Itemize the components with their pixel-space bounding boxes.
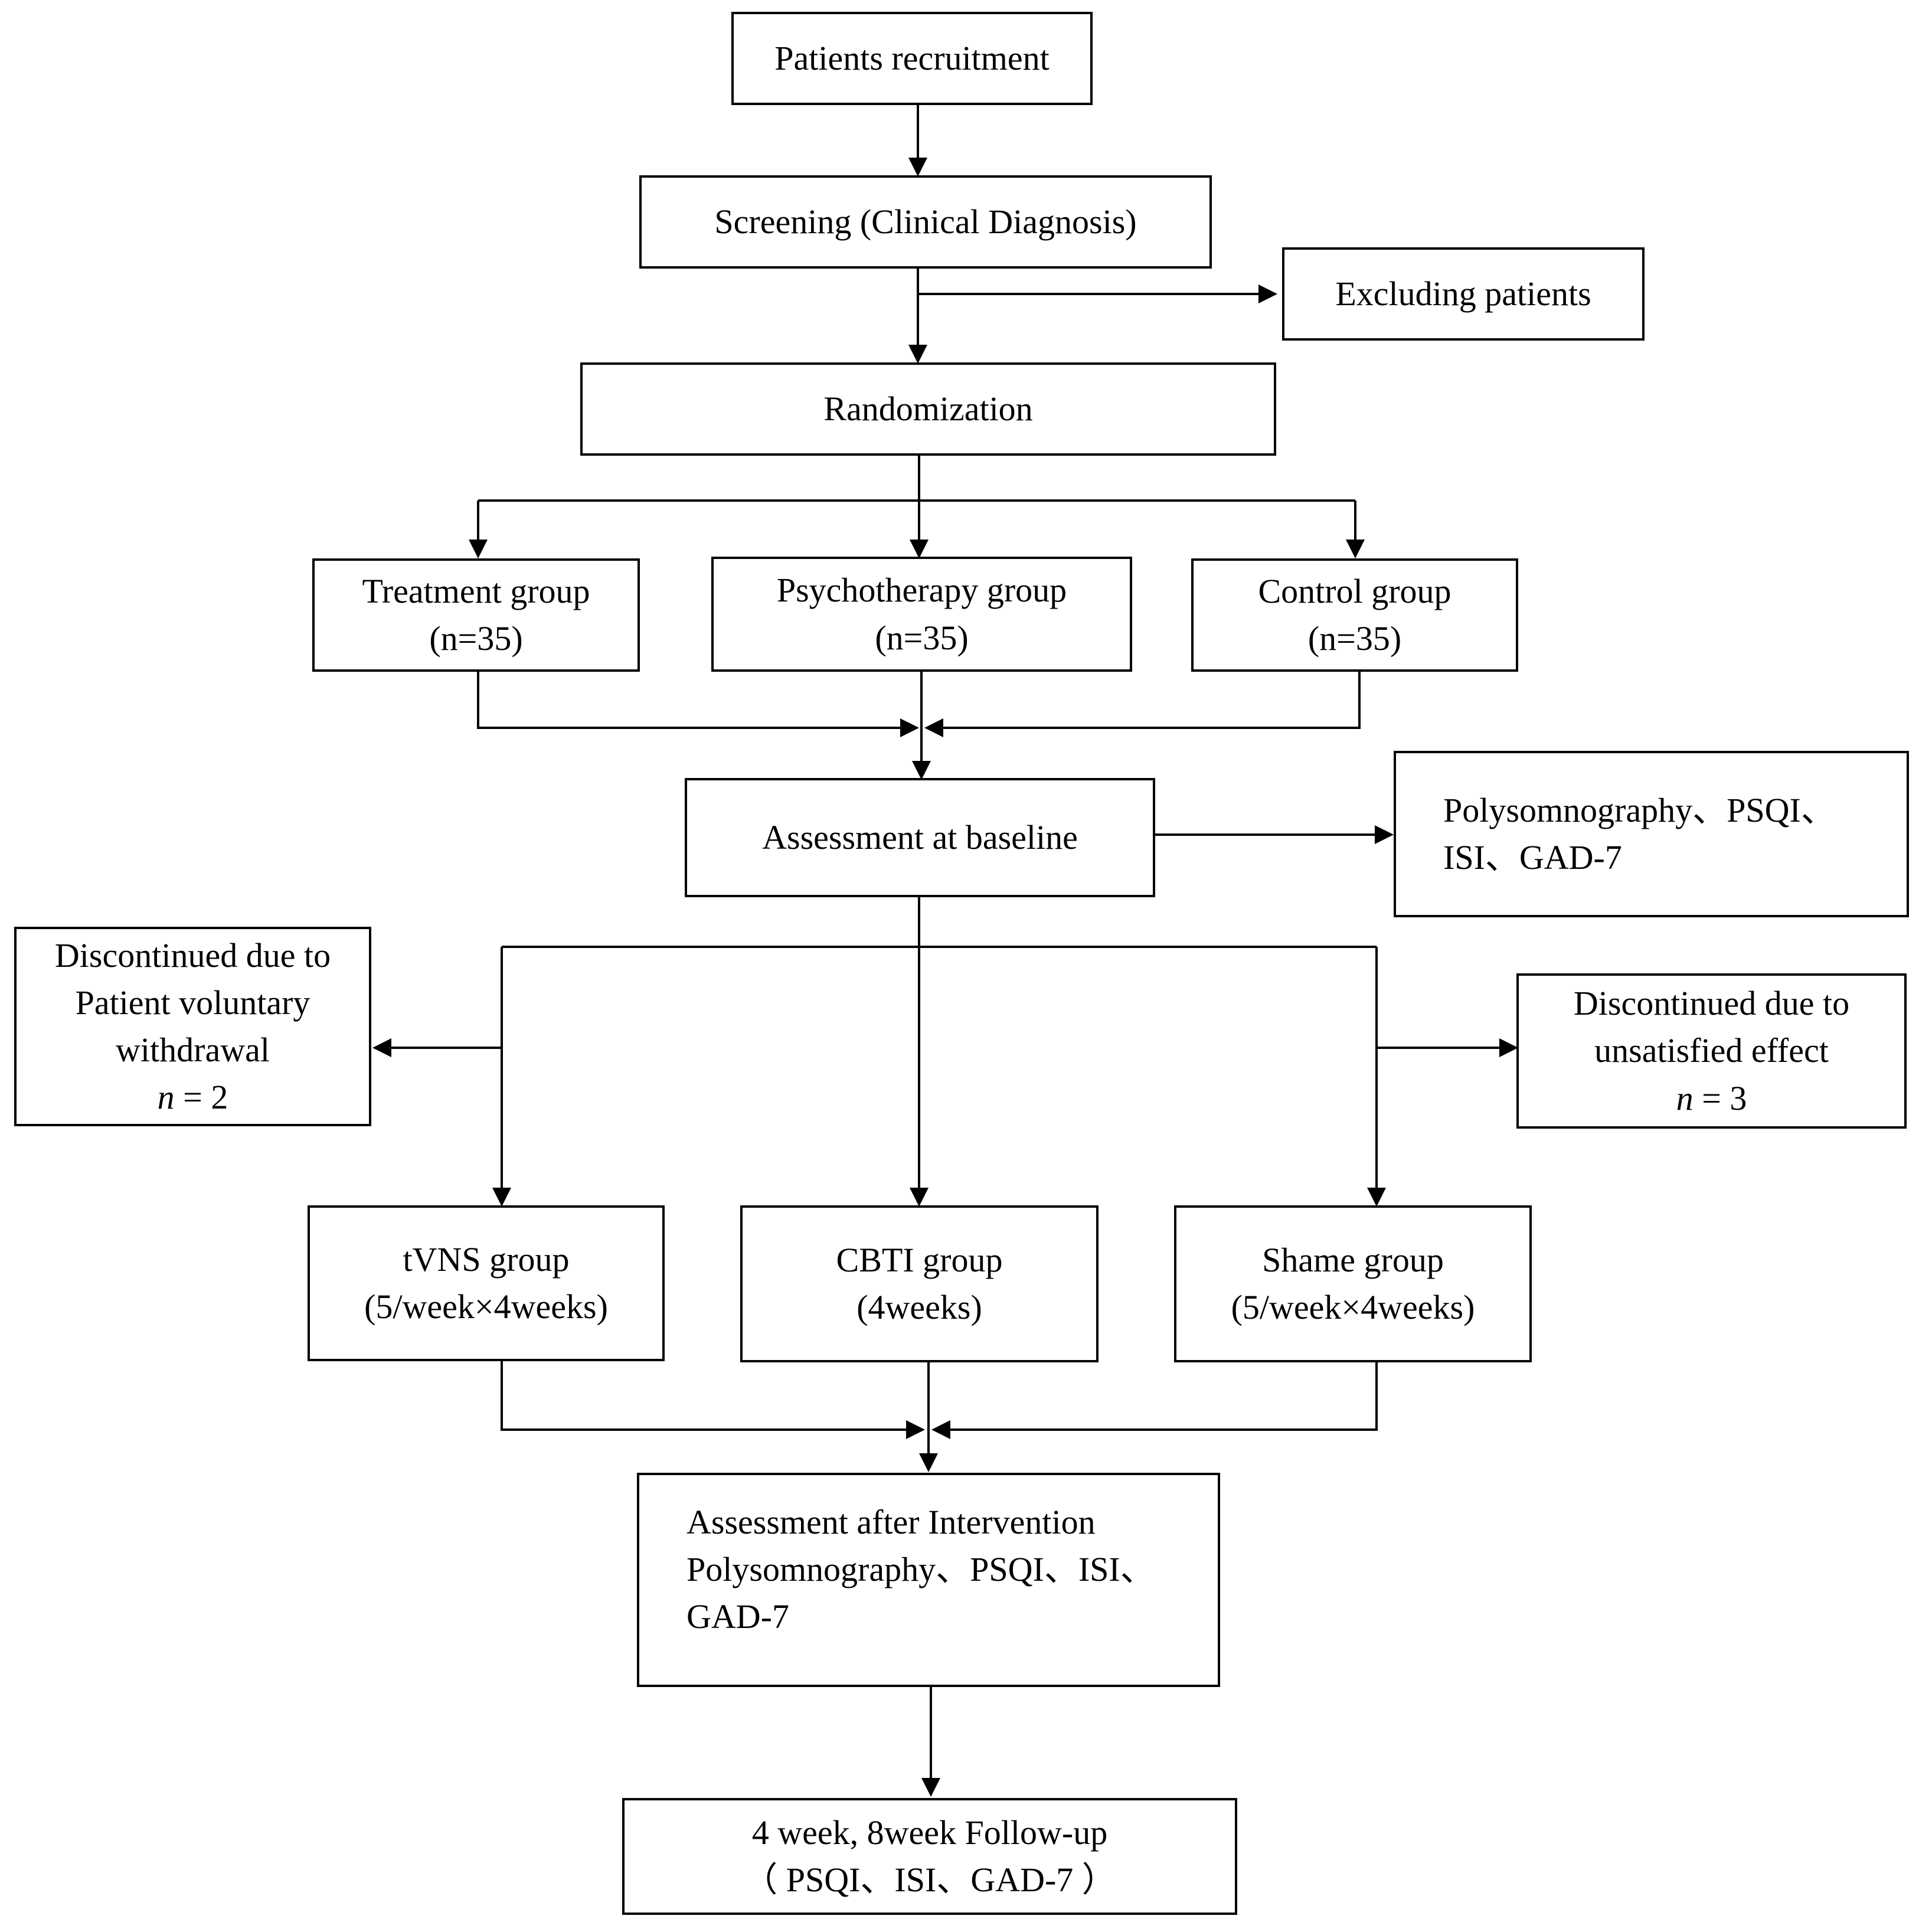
discontinued-left-line1: Discontinued due to (54, 936, 331, 975)
shame-group-box: Shame group (5/week×4weeks) (1174, 1205, 1532, 1362)
discontinued-left-count: n = 2 (158, 1074, 228, 1121)
after-intervention-line3: GAD-7 (686, 1597, 789, 1636)
randomization-label: Randomization (823, 389, 1033, 428)
after-intervention-line1: Assessment after Intervention (686, 1503, 1096, 1541)
follow-up-line1: 4 week, 8week Follow-up (751, 1813, 1108, 1852)
discontinued-left-line2: Patient voluntary (75, 983, 310, 1022)
discontinued-right-n-variable: n (1676, 1078, 1694, 1117)
arrow-treatment-merge (477, 672, 919, 737)
recruit-label: Patients recruitment (774, 38, 1050, 77)
discontinued-right-line2: unsatisfied effect (1594, 1031, 1829, 1070)
discontinued-right-count: n = 3 (1676, 1075, 1747, 1122)
arrow-control-merge (924, 672, 1361, 737)
discontinued-left-line3: withdrawal (116, 1031, 270, 1069)
assessment-after-intervention-box: Assessment after Intervention Polysomnog… (637, 1473, 1220, 1687)
baseline-measures-box: Polysomnography、PSQI、 ISI、GAD-7 (1394, 751, 1909, 917)
cbti-group-label: CBTI group (836, 1240, 1003, 1279)
control-group-count: (n=35) (1307, 619, 1402, 658)
arrow-shame-merge (931, 1361, 1378, 1439)
control-group-label: Control group (1258, 571, 1451, 610)
cbti-group-box: CBTI group (4weeks) (740, 1205, 1099, 1362)
shame-group-label: Shame group (1262, 1240, 1444, 1279)
treatment-group-count: (n=35) (429, 619, 523, 658)
tvns-group-box: tVNS group (5/week×4weeks) (308, 1205, 665, 1361)
arrow-tvns-merge (501, 1361, 925, 1439)
psychotherapy-group-count: (n=35) (875, 618, 969, 657)
follow-up-box: 4 week, 8week Follow-up （ PSQI、ISI、GAD-7… (622, 1798, 1237, 1915)
discontinued-right-n-value: = 3 (1693, 1078, 1747, 1117)
screening-box: Screening (Clinical Diagnosis) (639, 175, 1212, 269)
discontinued-right-box: Discontinued due to unsatisfied effect n… (1516, 973, 1907, 1129)
tvns-group-schedule: (5/week×4weeks) (364, 1287, 608, 1326)
excluding-patients-box: Excluding patients (1282, 247, 1645, 341)
shame-group-schedule: (5/week×4weeks) (1231, 1288, 1475, 1326)
psychotherapy-group-box: Psychotherapy group (n=35) (711, 557, 1132, 672)
excluding-label: Excluding patients (1335, 274, 1591, 313)
treatment-group-box: Treatment group (n=35) (312, 558, 640, 672)
screening-label: Screening (Clinical Diagnosis) (714, 202, 1137, 241)
patients-recruitment-box: Patients recruitment (731, 12, 1093, 105)
discontinued-left-box: Discontinued due to Patient voluntary wi… (14, 927, 371, 1126)
discontinued-left-n-value: = 2 (174, 1078, 228, 1117)
baseline-label: Assessment at baseline (762, 818, 1078, 857)
assessment-baseline-box: Assessment at baseline (685, 778, 1155, 897)
follow-up-line2: （ PSQI、ISI、GAD-7 ） (743, 1861, 1116, 1899)
randomization-box: Randomization (580, 362, 1276, 456)
cbti-group-schedule: (4weeks) (856, 1288, 982, 1326)
psychotherapy-group-label: Psychotherapy group (776, 571, 1067, 610)
after-intervention-line2: Polysomnography、PSQI、ISI、 (686, 1550, 1155, 1589)
baseline-measures-line2: ISI、GAD-7 (1443, 838, 1622, 877)
control-group-box: Control group (n=35) (1191, 558, 1518, 672)
discontinued-right-line1: Discontinued due to (1573, 984, 1850, 1023)
discontinued-left-n-variable: n (157, 1078, 175, 1117)
baseline-measures-line1: Polysomnography、PSQI、 (1443, 790, 1835, 829)
tvns-group-label: tVNS group (403, 1240, 570, 1279)
treatment-group-label: Treatment group (362, 571, 590, 610)
